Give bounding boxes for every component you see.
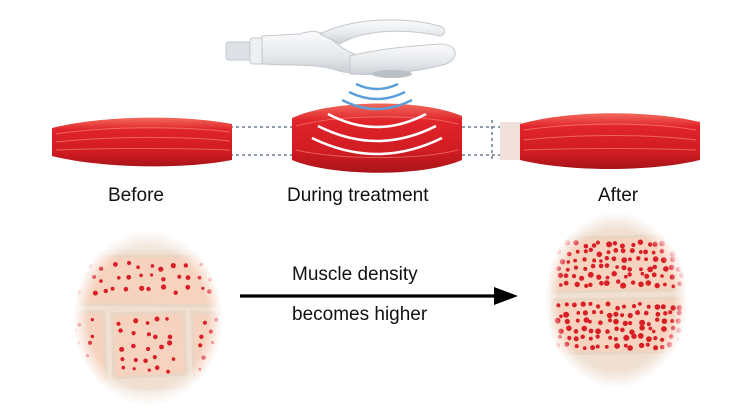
cell-dot <box>85 367 90 372</box>
stage-label-before: Before <box>108 185 164 206</box>
stage-label-during: During treatment <box>287 185 429 206</box>
cell-dot <box>76 365 81 369</box>
cell-dot <box>75 354 79 359</box>
muscle-before-icon <box>52 117 232 167</box>
tissue-after-icon <box>546 214 686 386</box>
cell-dot <box>78 275 83 279</box>
arrow-caption-line1: Muscle density <box>292 264 418 285</box>
ems-handpiece-icon <box>225 19 456 78</box>
ultrasound-wave-icon <box>311 82 443 156</box>
stage-label-after: After <box>598 185 639 206</box>
cell-dot <box>678 241 683 246</box>
cell-dot <box>555 242 560 247</box>
cell-dot <box>675 246 682 253</box>
cell-dot <box>677 345 683 350</box>
cell-dot <box>670 241 676 247</box>
cell-dot <box>208 369 214 375</box>
arrow-caption-line2: becomes higher <box>292 304 428 325</box>
muscle-after-icon <box>500 113 700 169</box>
cell-dot <box>213 263 218 268</box>
arrow-right-icon <box>240 287 518 305</box>
cell-dot <box>214 353 219 358</box>
muscle-during-icon <box>292 103 462 173</box>
cell-dot <box>78 264 82 269</box>
tissue-before-icon <box>75 232 221 404</box>
